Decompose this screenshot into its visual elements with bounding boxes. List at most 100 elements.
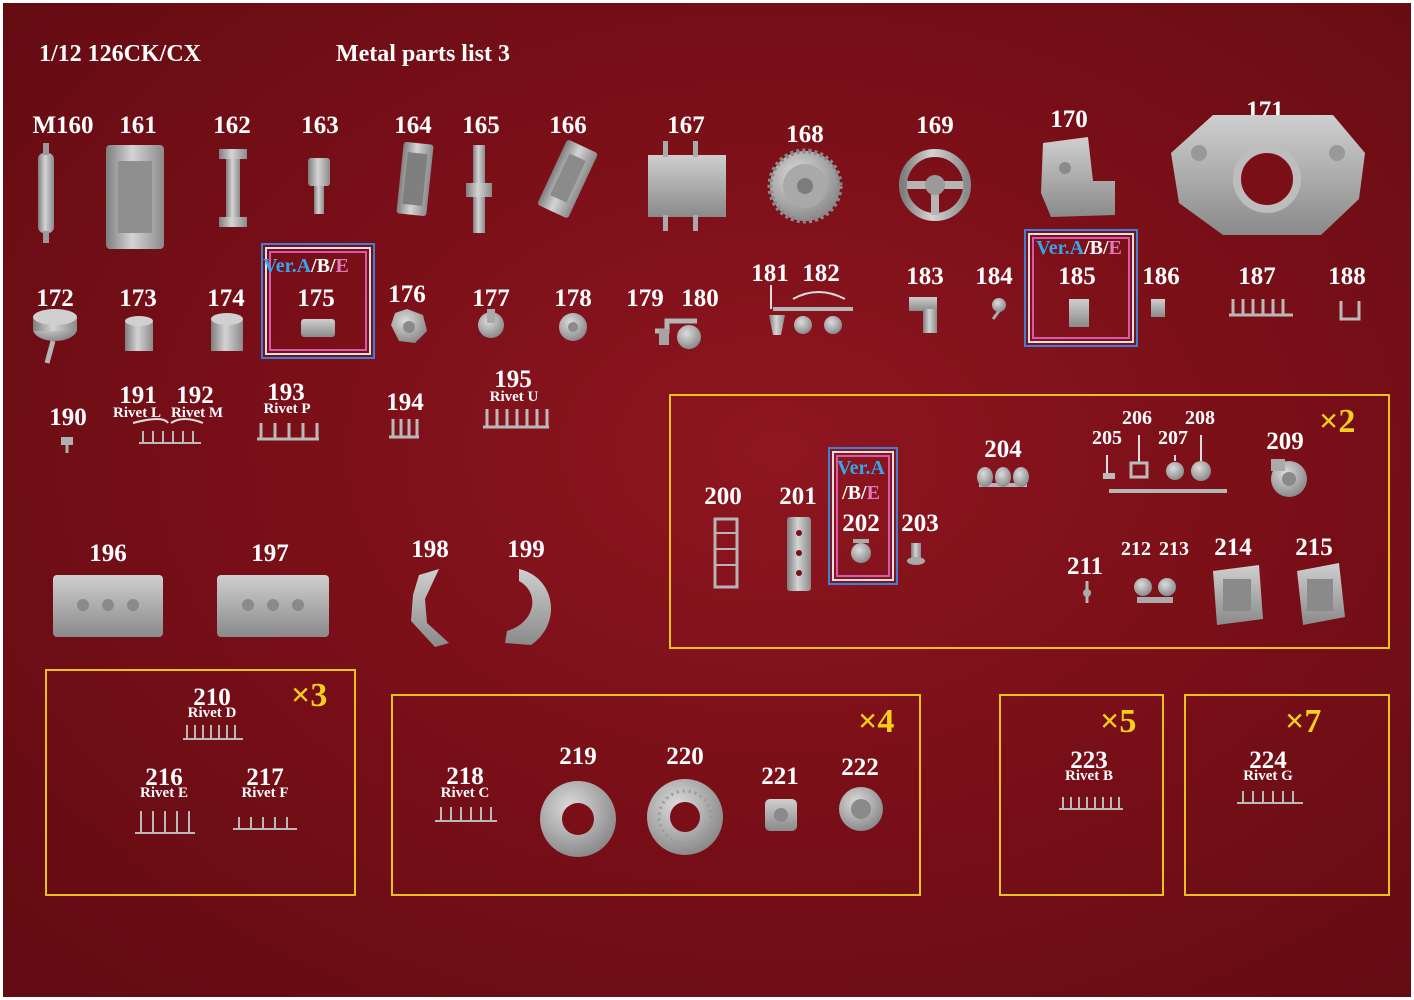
rivet-label-191: Rivet L bbox=[113, 405, 161, 421]
rivet-label-192: Rivet M bbox=[170, 405, 224, 421]
group-box-x4 bbox=[391, 694, 921, 896]
part-label-169: 169 bbox=[916, 112, 954, 139]
part-label-162: 162 bbox=[213, 112, 251, 139]
part-label-196: 196 bbox=[89, 540, 127, 567]
part-label-178: 178 bbox=[554, 285, 592, 312]
rivet-label-195: Rivet U bbox=[489, 389, 539, 405]
group-box-x7 bbox=[1184, 694, 1390, 896]
part-label-214: 214 bbox=[1214, 534, 1252, 561]
part-170-shape bbox=[1041, 137, 1115, 217]
part-label-168: 168 bbox=[786, 121, 824, 148]
version-tag-202-be: /B/E bbox=[842, 482, 880, 504]
part-174-shape bbox=[211, 313, 243, 351]
part-185-shape bbox=[1069, 299, 1089, 327]
part-214-shape bbox=[1213, 565, 1263, 625]
part-173-shape bbox=[125, 316, 153, 351]
part-label-208: 208 bbox=[1185, 407, 1215, 429]
part-label-206: 206 bbox=[1122, 407, 1152, 429]
part-161-shape bbox=[106, 145, 164, 249]
part-label-193: 193 bbox=[267, 379, 305, 406]
part-label-170: 170 bbox=[1050, 106, 1088, 133]
part-162-shape bbox=[219, 149, 247, 227]
part-217-shape bbox=[233, 817, 297, 830]
part-label-167: 167 bbox=[667, 112, 705, 139]
part-label-217: 217 bbox=[246, 764, 284, 791]
part-179-180-shape bbox=[655, 318, 701, 349]
part-label-173: 173 bbox=[119, 285, 157, 312]
part-194-shape bbox=[389, 419, 419, 439]
part-label-223: 223 bbox=[1070, 747, 1108, 774]
part-label-211: 211 bbox=[1066, 553, 1104, 580]
version-tag-202-a: Ver.A bbox=[837, 457, 885, 479]
part-168-shape bbox=[767, 148, 843, 224]
multiplier-x5: ×5 bbox=[1100, 703, 1137, 740]
part-label-191: 191 bbox=[119, 382, 157, 409]
part-204-shape bbox=[977, 467, 1029, 487]
part-187-shape bbox=[1229, 299, 1293, 317]
part-221-shape bbox=[765, 799, 797, 831]
version-frame-185 bbox=[1024, 229, 1138, 347]
part-203-shape bbox=[907, 543, 925, 565]
rivet-label-218: Rivet C bbox=[440, 785, 490, 801]
part-label-209: 209 bbox=[1266, 428, 1304, 455]
multiplier-x4: ×4 bbox=[858, 703, 895, 740]
part-222-shape bbox=[839, 787, 883, 831]
part-label-204: 204 bbox=[984, 436, 1022, 463]
part-label-166: 166 bbox=[549, 112, 587, 139]
part-181-182-shape bbox=[769, 285, 853, 335]
part-label-210: 210 bbox=[193, 684, 231, 711]
part-label-179: 179 bbox=[626, 285, 664, 312]
part-178-shape bbox=[559, 313, 587, 341]
part-224-shape bbox=[1237, 791, 1303, 804]
part-210-shape bbox=[183, 725, 243, 740]
part-197-shape bbox=[217, 575, 329, 637]
rivet-label-216: Rivet E bbox=[140, 785, 188, 801]
part-label-192: 192 bbox=[176, 382, 214, 409]
part-label-221: 221 bbox=[761, 763, 799, 790]
part-label-195: 195 bbox=[494, 366, 532, 393]
part-175-shape bbox=[301, 319, 335, 337]
part-195-shape bbox=[483, 409, 549, 429]
part-166-shape bbox=[537, 140, 598, 218]
part-label-203: 203 bbox=[901, 510, 939, 537]
rivet-label-193: Rivet P bbox=[263, 401, 311, 417]
part-212-213-shape bbox=[1134, 578, 1176, 603]
part-label-197: 197 bbox=[251, 540, 289, 567]
part-label-218: 218 bbox=[446, 763, 484, 790]
part-177-shape bbox=[478, 309, 504, 338]
multiplier-x7: ×7 bbox=[1285, 703, 1322, 740]
part-176-shape bbox=[391, 309, 427, 343]
group-box-x3 bbox=[45, 669, 356, 896]
part-label-212: 212 bbox=[1121, 538, 1151, 560]
part-209-shape bbox=[1271, 459, 1307, 497]
part-label-175: 175 bbox=[297, 285, 335, 312]
version-frame-202 bbox=[828, 447, 898, 585]
part-label-199: 199 bbox=[507, 536, 545, 563]
part-211-shape bbox=[1083, 581, 1091, 603]
part-188-shape bbox=[1339, 301, 1361, 321]
part-201-shape bbox=[787, 517, 811, 591]
rivet-label-210: Rivet D bbox=[187, 705, 237, 721]
part-200-shape bbox=[713, 517, 739, 589]
part-label-165: 165 bbox=[462, 112, 500, 139]
part-190-shape bbox=[61, 437, 73, 453]
rivet-label-223: Rivet B bbox=[1065, 768, 1113, 784]
part-169-shape bbox=[899, 149, 971, 221]
part-label-213: 213 bbox=[1159, 538, 1189, 560]
part-165-shape bbox=[466, 145, 492, 233]
part-label-164: 164 bbox=[394, 112, 432, 139]
part-218-shape bbox=[435, 807, 497, 822]
part-186-shape bbox=[1151, 299, 1165, 317]
rivet-label-217: Rivet F bbox=[241, 785, 289, 801]
scale-model-title: 1/12 126CK/CX bbox=[39, 41, 201, 67]
part-label-172: 172 bbox=[36, 285, 74, 312]
part-171-shape bbox=[1171, 115, 1365, 235]
part-label-183: 183 bbox=[906, 263, 944, 290]
part-label-181: 181 bbox=[751, 260, 789, 287]
part-163-shape bbox=[308, 158, 330, 214]
part-M160-shape bbox=[38, 143, 54, 243]
part-label-216: 216 bbox=[145, 764, 183, 791]
part-199-shape bbox=[505, 569, 552, 645]
part-167-shape bbox=[648, 141, 726, 231]
part-label-185: 185 bbox=[1058, 263, 1096, 290]
